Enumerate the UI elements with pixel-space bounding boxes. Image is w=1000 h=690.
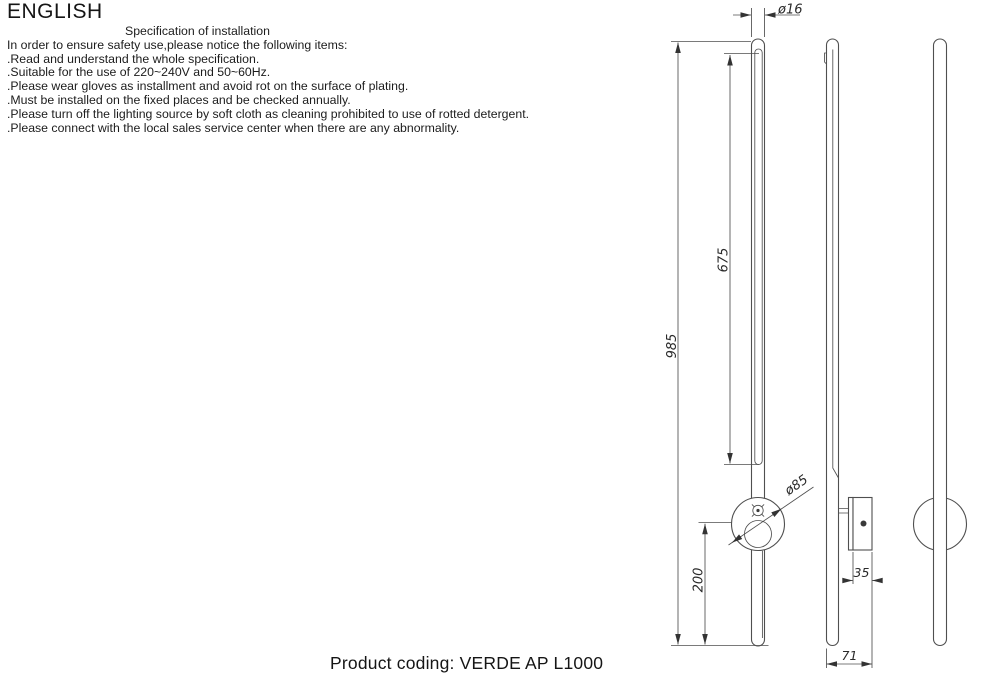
bracket-screw-dot <box>860 520 867 527</box>
spec-item: .Please turn off the lighting source by … <box>7 106 530 121</box>
product-coding: Product coding: VERDE AP L1000 <box>330 653 604 673</box>
bracket-plate <box>847 496 854 551</box>
spec-intro-line: In order to ensure safety use,please not… <box>7 37 348 52</box>
side-notch <box>824 52 827 65</box>
lamp-tube-back <box>932 38 948 647</box>
mount-screw <box>751 504 765 517</box>
dim-label-mount-diameter: ø85 <box>782 472 811 499</box>
dim-label-mount-from-bottom: 200 <box>692 568 707 593</box>
bracket-pins <box>838 508 849 514</box>
spec-item: .Please wear gloves as installment and a… <box>7 79 409 94</box>
dim-label-total-height: 985 <box>665 334 680 359</box>
spec-item: .Please connect with the local sales ser… <box>7 120 460 135</box>
spec-title: Specification of installation <box>125 24 270 38</box>
dimension-annotations: ø16 985 675 200 ø85 <box>665 3 883 668</box>
spec-item: .Must be installed on the fixed places a… <box>7 92 351 107</box>
dim-label-total-depth: 71 <box>842 648 858 663</box>
back-view <box>912 38 968 647</box>
side-channel-edge <box>832 49 839 479</box>
dim-label-bracket-width: 35 <box>854 565 870 580</box>
language-heading: ENGLISH <box>7 0 103 23</box>
installation-text-block: ENGLISH Specification of installation In… <box>7 1 567 135</box>
spec-item: .Read and understand the whole specifica… <box>7 51 260 66</box>
dim-label-lamp-length: 675 <box>717 248 732 273</box>
front-view <box>730 38 786 647</box>
dim-label-tube-diameter: ø16 <box>777 3 803 18</box>
side-view <box>824 38 873 647</box>
spec-item: .Suitable for the use of 220~240V and 50… <box>7 65 271 80</box>
